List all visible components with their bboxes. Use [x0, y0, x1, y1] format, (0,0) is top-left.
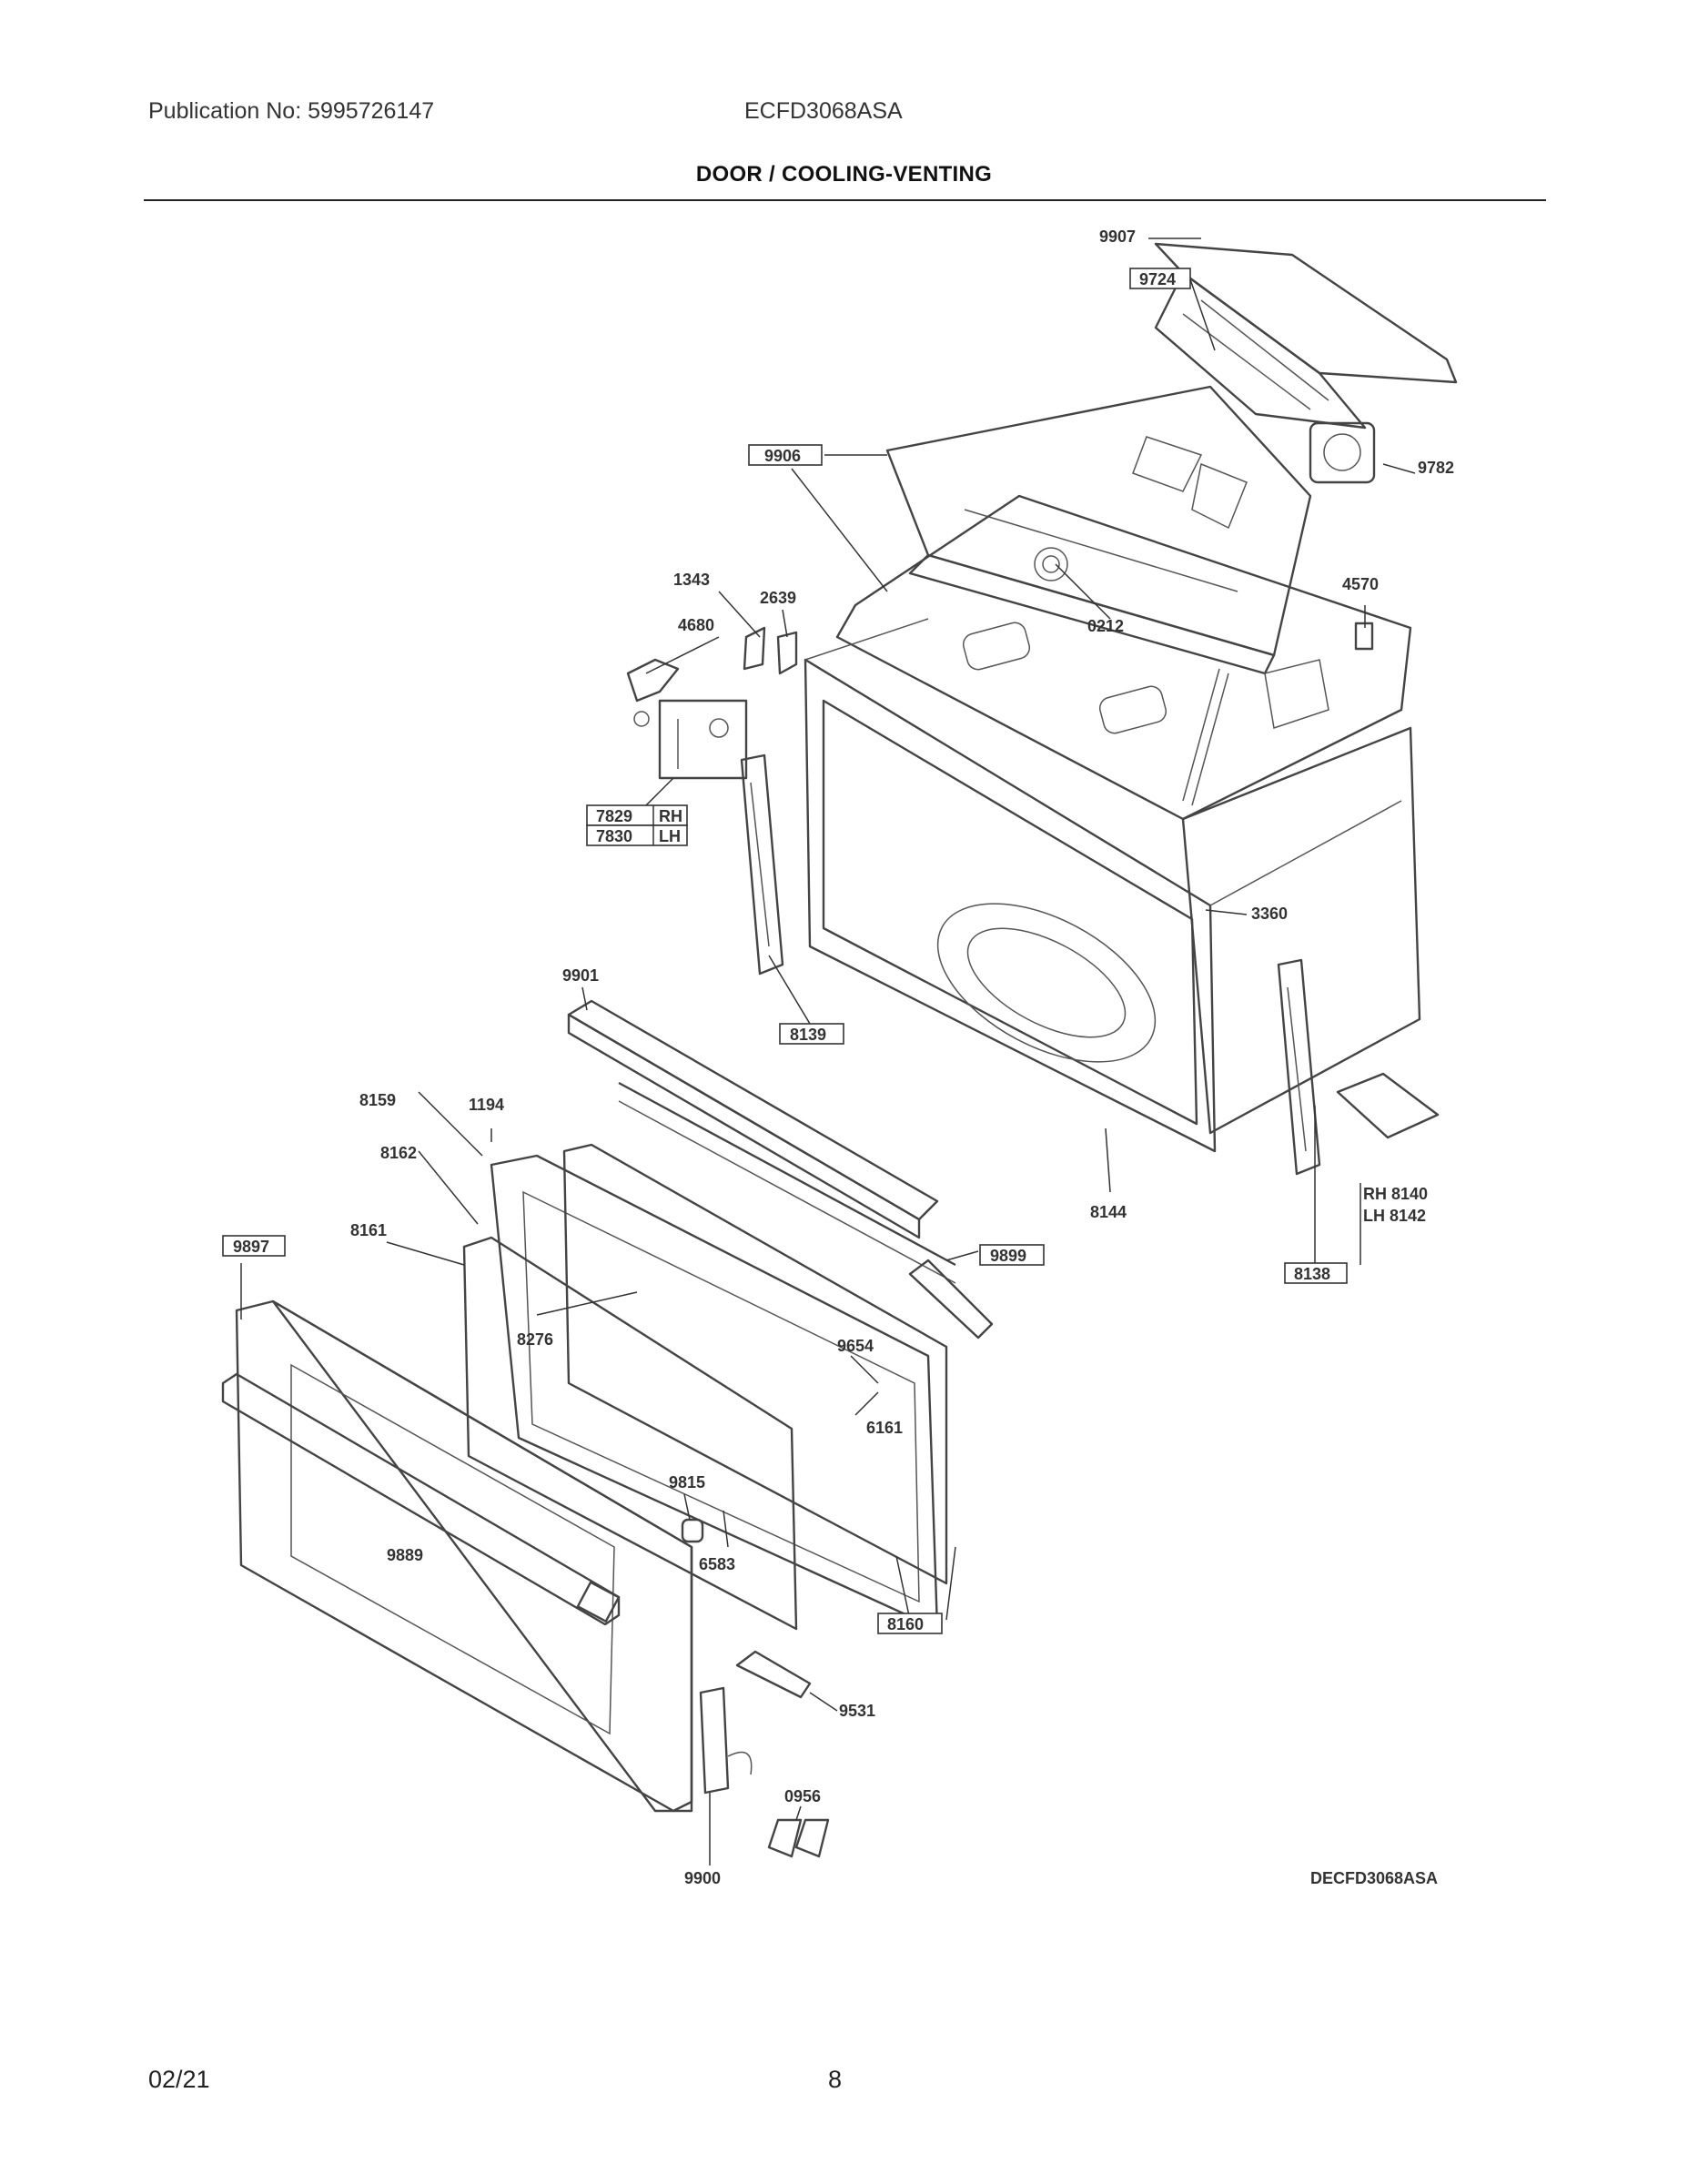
callout-0212: 0212 [1087, 617, 1124, 635]
callout-lh: LH [659, 827, 681, 845]
door-handle [221, 1372, 621, 1626]
hinge-clips [767, 1818, 830, 1858]
callout-9901: 9901 [562, 966, 599, 985]
callout-9654: 9654 [837, 1337, 874, 1355]
callout-box-8139 [779, 1023, 844, 1045]
callout-8160: 8160 [887, 1615, 924, 1633]
callout-8144: 8144 [1090, 1203, 1127, 1221]
callout-9724: 9724 [1139, 270, 1176, 288]
door-spacer [735, 1650, 812, 1699]
callout-9897: 9897 [233, 1238, 269, 1256]
callout-9889: 9889 [387, 1546, 423, 1564]
oven-top-plate [835, 494, 1412, 821]
callout-box-9897 [222, 1235, 286, 1257]
door-trim-bar [567, 999, 939, 1239]
model-number: ECFD3068ASA [744, 98, 903, 124]
callout-4570: 4570 [1342, 575, 1379, 593]
callout-8159: 8159 [359, 1091, 396, 1109]
callout-6161: 6161 [866, 1419, 903, 1437]
callout-7829: 7829 [596, 807, 632, 825]
callout-1343: 1343 [673, 571, 710, 589]
page-number: 8 [828, 2066, 843, 2093]
leader-lines [240, 238, 1416, 1866]
header-rule [144, 199, 1546, 201]
callout-4680: 4680 [678, 616, 714, 634]
callout-6583: 6583 [699, 1555, 735, 1573]
limit-switch [1354, 622, 1374, 651]
callout-box-8138 [1284, 1262, 1348, 1284]
diagram-code: DECFD3068ASA [1310, 1869, 1438, 1887]
callout-rh: RH [659, 807, 682, 825]
door-seal [908, 1259, 994, 1340]
publication-number: Publication No: 5995726147 [148, 98, 435, 124]
middle-door-glass [462, 1236, 798, 1631]
section-title: DOOR / COOLING-VENTING [695, 162, 993, 187]
callout-7830: 7830 [596, 827, 632, 845]
callout-8161: 8161 [350, 1221, 387, 1239]
inner-door-glass [562, 1143, 948, 1585]
door-baffle-strips [618, 1081, 956, 1284]
right-hinge-receptacle [1277, 958, 1321, 1176]
callout-9907: 9907 [1099, 228, 1136, 246]
vent-duct-assembly [1154, 242, 1458, 484]
callout-box-9724 [1129, 268, 1191, 289]
callout-box-7830 [586, 824, 688, 846]
callout-9900: 9900 [684, 1869, 721, 1887]
callout-8138: 8138 [1294, 1265, 1330, 1283]
callout-8142: LH 8142 [1363, 1207, 1426, 1225]
callout-1194: 1194 [469, 1096, 504, 1114]
callout-3360: 3360 [1251, 905, 1288, 923]
footer-date: 02/21 [148, 2066, 210, 2093]
inner-door-liner [490, 1154, 939, 1631]
outer-door [235, 1299, 693, 1813]
callout-9906: 9906 [764, 447, 801, 465]
oven-cavity [804, 618, 1421, 1153]
door-latch-assembly [626, 626, 798, 780]
callout-9531: 9531 [839, 1702, 875, 1720]
left-hinge-receptacle [740, 753, 784, 976]
callout-8139: 8139 [790, 1026, 826, 1044]
callout-9782: 9782 [1418, 459, 1454, 477]
callout-box-9906 [748, 444, 823, 466]
callout-box-9899 [979, 1244, 1045, 1266]
callout-8140: RH 8140 [1363, 1185, 1428, 1203]
callout-9815: 9815 [669, 1473, 705, 1491]
callout-9899: 9899 [990, 1247, 1026, 1265]
callout-box-8160 [877, 1613, 943, 1634]
callout-2639: 2639 [760, 589, 796, 607]
door-hinge [699, 1686, 753, 1795]
callout-8162: 8162 [380, 1144, 417, 1162]
callout-8276: 8276 [517, 1330, 553, 1349]
hinge-bracket [1336, 1072, 1440, 1139]
callout-0956: 0956 [784, 1787, 821, 1805]
door-bumper [681, 1518, 704, 1543]
